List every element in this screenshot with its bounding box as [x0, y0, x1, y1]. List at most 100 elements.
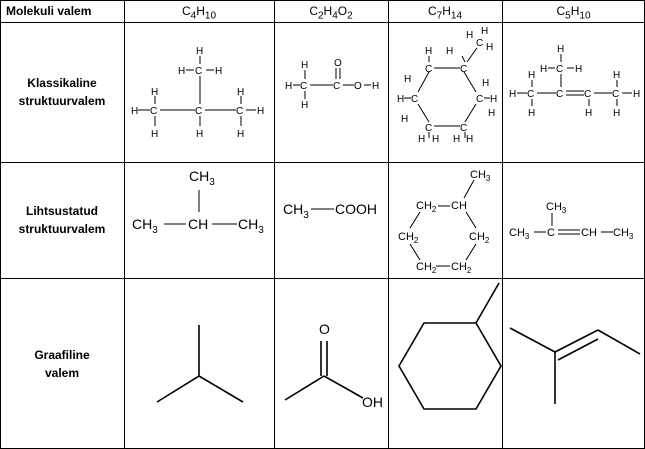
formula-subscript: 2 [347, 10, 353, 22]
atom-label: C [425, 64, 432, 75]
classical-methylbutene [517, 54, 632, 106]
bond [463, 179, 475, 199]
atom-label: C [612, 89, 619, 100]
row-label-line: Lihtsustatud [25, 204, 98, 218]
group-label: CH [451, 200, 467, 212]
row-label-line: struktuurvalem [18, 222, 106, 236]
classical-methylcyclohexane [404, 47, 490, 138]
atom-label: C [460, 123, 467, 134]
group-text: CH [613, 227, 629, 239]
group-subscript: 2 [432, 266, 437, 275]
condensed-ring-labels: CH3 CH2 CH CH2 CH2 CH2 CH2 CH3 CH3 C CH … [398, 169, 634, 275]
atom-label: H [453, 134, 460, 145]
grid-line [388, 0, 389, 449]
group-label: CH2 [451, 261, 472, 275]
formula-subscript: 14 [450, 10, 463, 22]
grid-line [124, 0, 125, 449]
atom-label: H [178, 66, 185, 77]
atom-label: H [633, 89, 640, 100]
grid-line [0, 278, 645, 279]
group-label: CH [581, 227, 597, 239]
bond [464, 103, 477, 123]
group-text: CH [469, 231, 485, 243]
row-label-line: valem [44, 365, 79, 380]
formula-element: O [337, 4, 348, 18]
atom-label: H [425, 46, 432, 57]
row-label-skeletal: Graafiline valem [0, 278, 124, 449]
formula-subscript: 10 [204, 10, 217, 22]
formula-element: H [323, 4, 333, 18]
atom-label: H [401, 114, 408, 125]
group-label: CH3 [189, 168, 215, 188]
bond [597, 329, 641, 355]
formula-subscript: 5 [565, 10, 571, 22]
classical-labels: H C C C H H H H H H C H H H H C C O H H … [131, 26, 640, 145]
group-label: CH3 [283, 201, 309, 221]
atom-label: H [404, 74, 411, 85]
classical-isobutane [138, 56, 256, 126]
atom-label: H [237, 129, 244, 140]
atom-label: O [354, 81, 362, 92]
grid-line [0, 0, 645, 1]
grid-line [274, 0, 275, 449]
skeletal-o-label: O [319, 321, 330, 337]
bond [284, 375, 325, 401]
header-molecular-formula: Molekuli valem [6, 4, 92, 18]
group-label: COOH [335, 201, 377, 217]
formula-element: C [181, 4, 191, 18]
group-label: C [547, 227, 555, 239]
grid-line [502, 0, 503, 449]
formula-subscript: 7 [436, 10, 443, 22]
group-text: CH [546, 201, 562, 213]
atom-label: H [151, 129, 158, 140]
atom-label: O [334, 58, 342, 69]
bond [198, 375, 244, 403]
group-subscript: 3 [258, 225, 264, 236]
header-formula-c4h10: C4H10 [124, 0, 274, 22]
bond [323, 375, 364, 399]
atom-label: H [482, 78, 489, 89]
atom-label: H [488, 108, 495, 119]
group-text: CH [398, 231, 414, 243]
atom-label: C [584, 89, 591, 100]
atom-label: C [195, 106, 202, 117]
bond [557, 338, 599, 361]
group-label: CH3 [470, 169, 491, 183]
group-subscript: 3 [486, 174, 491, 183]
atom-label: H [540, 64, 547, 75]
atom-label: C [460, 64, 467, 75]
atom-label: H [397, 94, 404, 105]
atom-label: C [236, 106, 243, 117]
atom-label: C [411, 94, 418, 105]
formula-element: C [556, 4, 566, 18]
group-subscript: 3 [629, 232, 634, 241]
group-subscript: 2 [432, 205, 437, 214]
bond [409, 211, 421, 229]
atom-label: H [486, 42, 493, 53]
row-label-line: Graafiline [34, 347, 90, 362]
bond [417, 71, 430, 93]
atom-label: H [257, 106, 264, 117]
atom-label: H [131, 106, 138, 117]
group-subscript: 2 [485, 236, 490, 245]
atom-label: H [432, 134, 439, 145]
bond [475, 282, 500, 324]
atom-label: H [528, 108, 535, 119]
group-label: CH2 [416, 200, 437, 214]
group-subscript: 2 [467, 266, 472, 275]
skeletal-cyclohexane-ring [398, 322, 502, 410]
atom-label: H [613, 70, 620, 81]
atom-label: H [418, 134, 425, 145]
atom-label: H [372, 81, 379, 92]
header-formula-c5h10: C5H10 [502, 0, 645, 22]
group-label: CH [188, 216, 208, 232]
formula-element: H [570, 4, 580, 18]
group-subscript: 3 [303, 210, 309, 221]
grid-line [0, 162, 645, 163]
formula-element: H [196, 4, 205, 18]
header-formula-c7h14: C7H14 [388, 0, 502, 22]
atom-label: H [285, 81, 292, 92]
atom-label: H [575, 64, 582, 75]
atom-label: H [301, 60, 308, 71]
